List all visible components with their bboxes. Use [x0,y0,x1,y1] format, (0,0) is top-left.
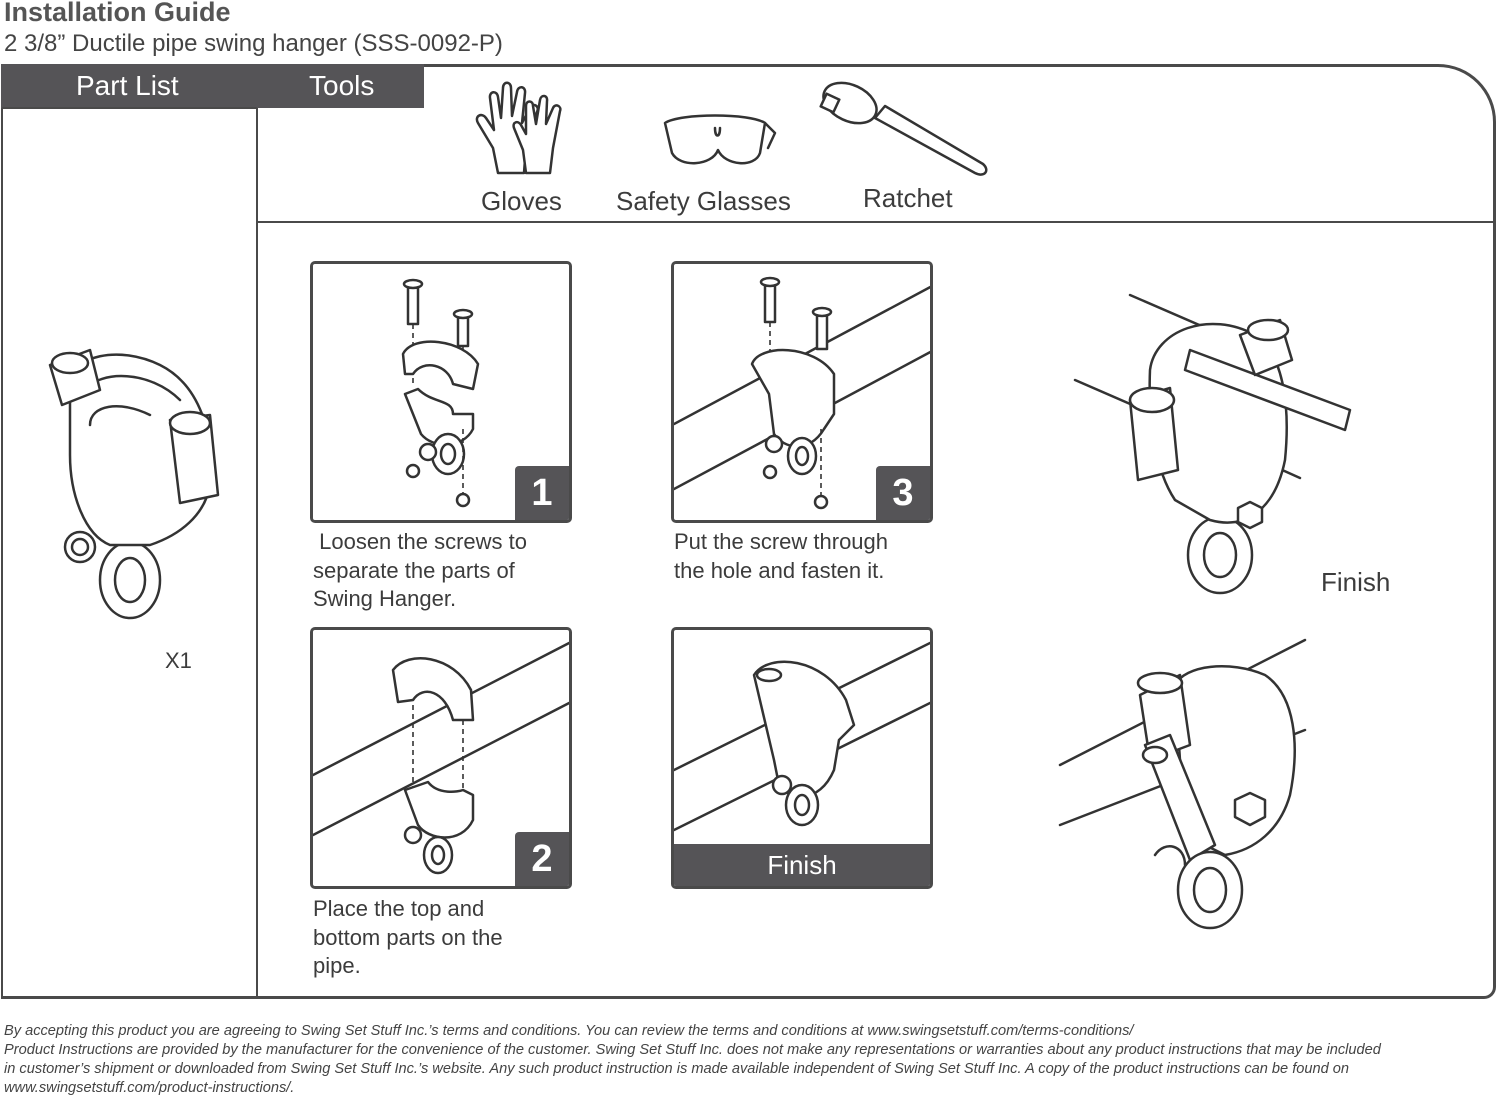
step-2-caption: Place the top and bottom parts on the pi… [313,895,503,981]
tool-label-ratchet: Ratchet [863,183,953,214]
finish-view-back [1055,635,1310,935]
tool-label-gloves: Gloves [481,186,562,217]
footer-line: Product Instructions are provided by the… [4,1041,1496,1060]
swing-hanger-icon [40,345,230,620]
column-divider [256,108,258,999]
tools-divider [256,221,1494,223]
ratchet-icon [815,78,990,188]
footer-line: By accepting this product you are agreei… [4,1022,1496,1041]
finish-view-front [1070,290,1360,600]
page-title: Installation Guide [4,0,231,28]
part-list-divider [2,107,257,109]
step-1-number: 1 [515,466,569,520]
part-quantity: X1 [165,648,192,674]
tab-tools: Tools [309,70,374,102]
step-1-panel: 1 [310,261,572,523]
step-finish-panel: Finish [671,627,933,889]
tool-label-safety-glasses: Safety Glasses [616,186,791,217]
safety-glasses-icon [660,108,780,173]
gloves-icon [468,78,568,178]
page-subtitle: 2 3/8” Ductile pipe swing hanger (SSS-00… [4,30,503,58]
tab-part-list: Part List [76,70,179,102]
step-1-caption: Loosen the screws to separate the parts … [313,528,527,614]
finish-view-label: Finish [1321,567,1390,598]
footer-disclaimer: By accepting this product you are agreei… [4,1022,1496,1098]
step-finish-label: Finish [674,844,930,886]
step-3-panel: 3 [671,261,933,523]
step-2-number: 2 [515,832,569,886]
step-3-number: 3 [876,466,930,520]
footer-line: in customer’s shipment or downloaded fro… [4,1060,1496,1079]
step-2-panel: 2 [310,627,572,889]
step-3-caption: Put the screw through the hole and faste… [674,528,888,585]
footer-line: www.swingsetstuff.com/product-instructio… [4,1079,1496,1098]
